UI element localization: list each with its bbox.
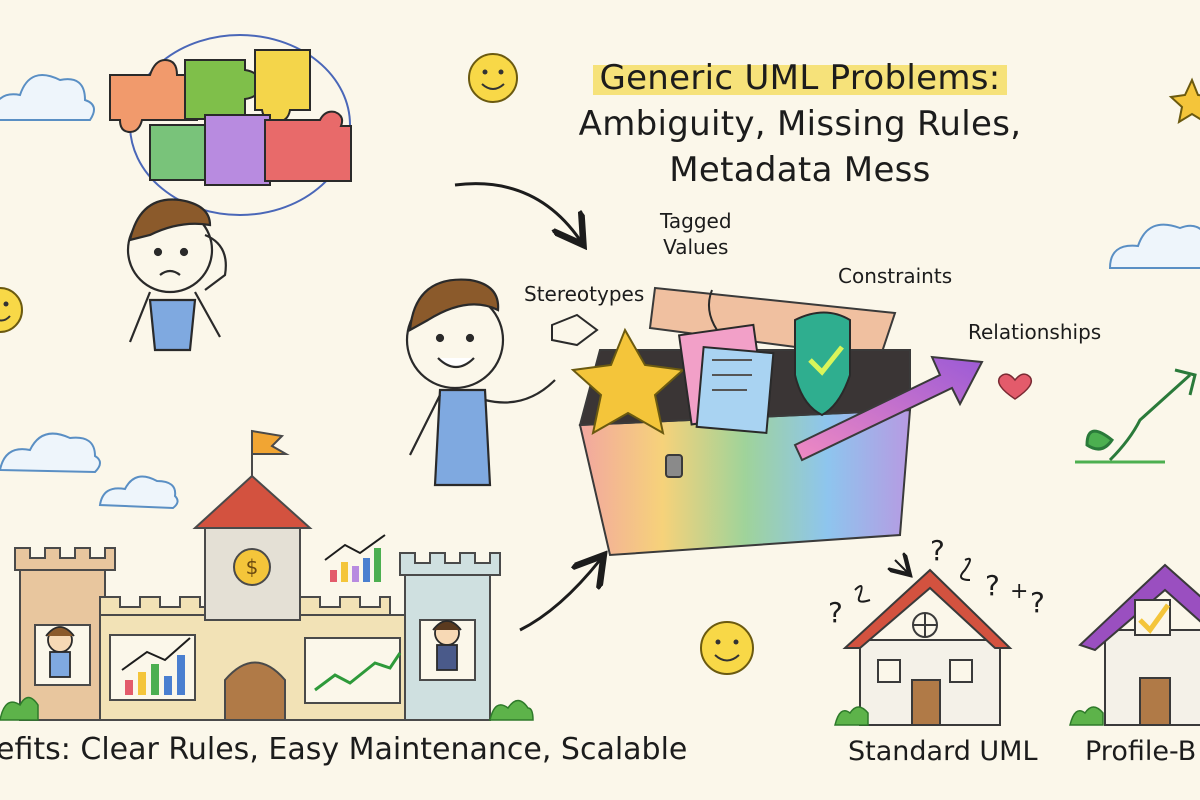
label-constraints: Constraints: [838, 264, 953, 288]
smiley-icon: [700, 621, 754, 675]
question-mark: ?: [1030, 586, 1045, 619]
smiley-icon: [468, 53, 518, 103]
heart-icon: [997, 373, 1033, 400]
tag-icon: [551, 313, 599, 347]
title: Generic UML Problems: Ambiguity, Missing…: [560, 55, 1040, 193]
title-line-1: Generic UML Problems:: [593, 58, 1007, 98]
shield-check-icon: [794, 311, 851, 417]
puzzle-icon: [109, 34, 352, 216]
label-relationships: Relationships: [968, 320, 1102, 344]
tagged-values-card: [677, 289, 775, 434]
bar-chart-icon: [121, 637, 191, 695]
flag-icon: [251, 429, 290, 455]
standard-uml-house: [842, 568, 1013, 726]
worried-person: [126, 198, 227, 352]
caption-benefits: efits: Clear Rules, Easy Maintenance, Sc…: [0, 732, 688, 767]
profile-house: [1078, 563, 1200, 726]
bar-chart-icon: [324, 534, 386, 582]
arrow-to-toolbox-lower: [519, 560, 600, 632]
small-arrow: [895, 560, 907, 572]
label-tagged-values: Tagged Values: [660, 209, 732, 259]
cloud-icon: [0, 432, 101, 474]
happy-person: [405, 278, 556, 487]
smiley-icon: [0, 287, 23, 333]
trend-line: [314, 652, 402, 692]
dollar-icon: [233, 548, 271, 586]
confusion-doodles: ? ? ? + ?: [828, 534, 1045, 629]
caption-profile: Profile-B: [1085, 736, 1197, 767]
sprout-arrow-icon: [1075, 368, 1197, 464]
cloud-icon: [98, 475, 179, 510]
cloud-icon: [1108, 223, 1200, 269]
question-mark: ?: [985, 569, 1000, 602]
arrow-to-toolbox: [454, 182, 580, 240]
checkmark-icon: [1138, 603, 1171, 634]
title-line-3: Metadata Mess: [669, 150, 931, 190]
cloud-icon: [0, 74, 95, 121]
title-line-2: Ambiguity, Missing Rules,: [578, 104, 1022, 144]
bush: [0, 696, 1104, 726]
label-stereotypes: Stereotypes: [524, 282, 645, 306]
relationships-arrow: [793, 355, 984, 462]
squiggle-mark: [854, 557, 971, 603]
castle-people: [45, 620, 462, 678]
star-icon: [570, 327, 686, 435]
caption-standard-uml: Standard UML: [848, 736, 1038, 767]
question-mark: ?: [828, 596, 843, 629]
castle: $: [14, 429, 501, 721]
star-icon: [1168, 77, 1200, 125]
question-mark: ?: [930, 534, 945, 567]
svg-text:$: $: [246, 555, 259, 579]
plus-mark: +: [1010, 579, 1028, 604]
